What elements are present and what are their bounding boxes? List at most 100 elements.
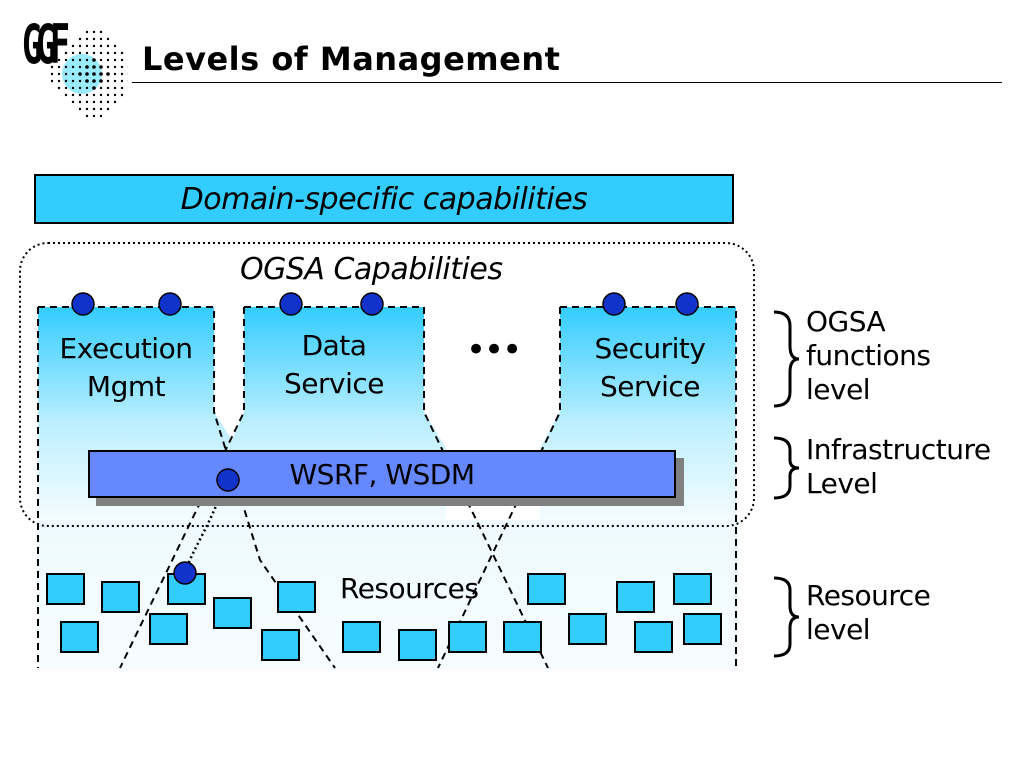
logo-dot xyxy=(120,58,124,62)
logo-dot xyxy=(64,86,68,90)
logo-dot xyxy=(120,51,124,55)
resource-square xyxy=(568,613,607,645)
logo-dot xyxy=(92,51,96,55)
logo-dot xyxy=(106,44,110,48)
logo-dot xyxy=(106,65,110,69)
logo-dot xyxy=(113,86,117,90)
logo-dot xyxy=(120,65,124,69)
logo-dot xyxy=(64,65,68,69)
logo-dot xyxy=(57,79,61,83)
logo-dot xyxy=(64,72,68,76)
logo-dot xyxy=(106,100,110,104)
logo-dot xyxy=(92,100,96,104)
resource-square xyxy=(60,621,99,653)
data-service-label: Data Service xyxy=(254,327,414,403)
logo-dot xyxy=(106,86,110,90)
execution-mgmt-line2: Mgmt xyxy=(86,370,166,403)
logo-dot xyxy=(71,100,75,104)
logo-dot xyxy=(99,79,103,83)
logo-dot xyxy=(120,72,124,76)
logo-dot xyxy=(92,44,96,48)
logo-dot xyxy=(71,86,75,90)
title-rule xyxy=(132,82,1002,83)
logo-dot xyxy=(99,51,103,55)
logo-dot xyxy=(92,58,96,62)
logo-dot xyxy=(85,30,89,34)
logo-dot xyxy=(71,65,75,69)
logo-dot xyxy=(92,37,96,41)
logo-dot xyxy=(78,58,82,62)
logo-dot xyxy=(106,107,110,111)
logo-dot xyxy=(85,58,89,62)
logo-dot xyxy=(113,44,117,48)
logo-dot xyxy=(57,65,61,69)
resource-square xyxy=(149,613,188,645)
security-service-label: Security Service xyxy=(568,330,732,406)
domain-specific-capabilities-bar: Domain-specific capabilities xyxy=(34,174,734,224)
logo-dot xyxy=(85,93,89,97)
logo-dot xyxy=(99,44,103,48)
data-service-line2: Service xyxy=(284,367,384,400)
domain-bar-label: Domain-specific capabilities xyxy=(180,181,588,217)
logo-dot xyxy=(78,44,82,48)
service-outlines xyxy=(37,306,737,669)
logo-dot xyxy=(99,100,103,104)
ggf-logo-graphic xyxy=(50,30,128,118)
logo-dot xyxy=(120,93,124,97)
slide-title: Levels of Management xyxy=(142,40,561,78)
logo-dot xyxy=(85,107,89,111)
security-service-line2: Service xyxy=(600,370,700,403)
logo-dot xyxy=(99,30,103,34)
endpoint-dot xyxy=(279,292,303,316)
logo-dot xyxy=(106,58,110,62)
ogsa-capabilities-container xyxy=(19,242,755,527)
resource-square xyxy=(616,581,655,613)
resource-bracket xyxy=(773,576,800,658)
logo-dot xyxy=(120,79,124,83)
more-services-ellipsis: ••• xyxy=(466,330,522,370)
wsrf-wsdm-label: WSRF, WSDM xyxy=(289,457,476,491)
logo-dot xyxy=(64,93,68,97)
logo-dot xyxy=(99,114,103,118)
logo-dot xyxy=(106,93,110,97)
logo-dot xyxy=(92,30,96,34)
logo-dot xyxy=(71,51,75,55)
logo-dot xyxy=(71,79,75,83)
ggf-logo: GGF xyxy=(18,14,128,126)
logo-dot xyxy=(85,44,89,48)
resources-label: Resources xyxy=(340,572,479,605)
resource-square xyxy=(527,573,566,605)
logo-dot xyxy=(99,86,103,90)
logo-dot xyxy=(64,79,68,83)
resource-square xyxy=(213,597,252,629)
resource-squares xyxy=(46,573,722,661)
endpoint-dot xyxy=(360,292,384,316)
ggf-logo-text: GGF xyxy=(22,13,70,76)
logo-dot xyxy=(50,65,54,69)
logo-dot xyxy=(113,58,117,62)
logo-dot xyxy=(85,72,89,76)
logo-dot xyxy=(92,79,96,83)
logo-dot xyxy=(78,51,82,55)
service-endpoints xyxy=(71,292,699,316)
logo-dot xyxy=(99,93,103,97)
resource-square xyxy=(448,621,487,653)
resource-square xyxy=(673,573,712,605)
logo-dot xyxy=(78,79,82,83)
logo-dot xyxy=(85,79,89,83)
endpoint-dot xyxy=(602,292,626,316)
wsrf-wsdm-bar: WSRF, WSDM xyxy=(88,450,676,498)
logo-dot xyxy=(78,72,82,76)
logo-dot xyxy=(71,58,75,62)
logo-dot xyxy=(71,72,75,76)
resource-square xyxy=(683,613,722,645)
ogsa-capabilities-label: OGSA Capabilities xyxy=(240,252,503,287)
management-link-arrow xyxy=(183,489,224,573)
resource-square xyxy=(634,621,673,653)
data-service-line1: Data xyxy=(301,329,367,362)
logo-dot xyxy=(71,44,75,48)
resource-square xyxy=(342,621,381,653)
logo-dot xyxy=(50,72,54,76)
logo-dot xyxy=(78,86,82,90)
